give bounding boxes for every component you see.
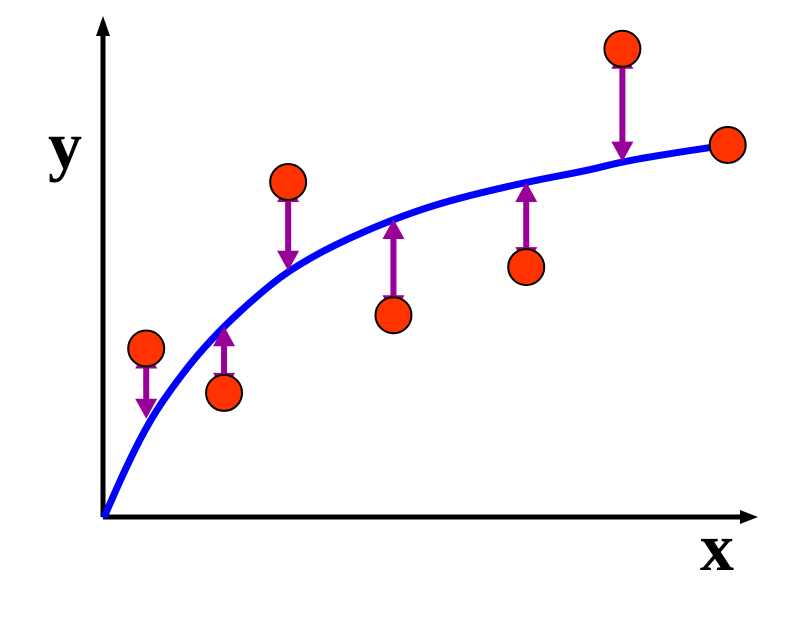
data-point [269,163,308,201]
residual-arrows [135,48,634,419]
data-point [205,373,244,412]
x-axis-arrowhead [740,510,758,524]
data-points [127,29,747,412]
axes: y x [48,16,758,585]
residual-arrow-head-up [515,182,538,202]
residual-arrow-head-down [135,398,158,419]
residual-arrow-head-up [382,219,405,239]
data-point [507,248,546,287]
residual-arrow-head-up [213,326,236,347]
data-point [708,126,747,164]
y-axis-arrowhead [96,16,110,36]
residual-arrow-head-down [611,141,634,162]
fit-curve [101,141,732,519]
data-point [374,296,413,335]
data-point [127,329,166,368]
x-axis-label: x [700,509,734,585]
data-point [603,29,642,68]
residual-arrow-head-down [277,250,300,271]
y-axis-label: y [48,107,82,183]
